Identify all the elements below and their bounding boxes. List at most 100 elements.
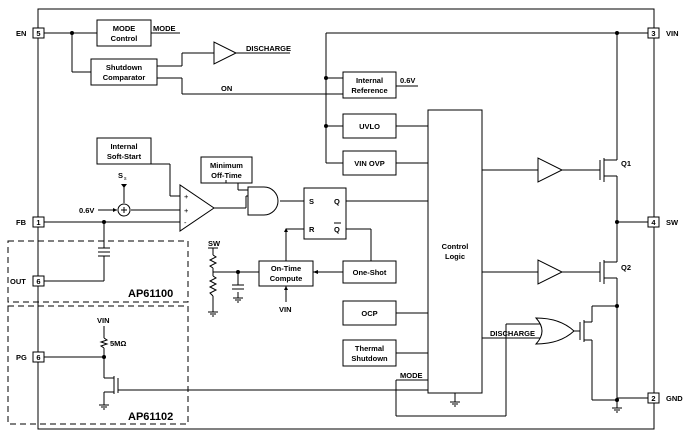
svg-text:Soft-Start: Soft-Start xyxy=(107,152,142,161)
svg-text:Minimum: Minimum xyxy=(210,161,243,170)
ls-driver xyxy=(537,259,564,285)
mode-control-block: MODE Control xyxy=(96,19,152,47)
pin-gnd-num: 2 xyxy=(651,394,655,403)
pin-gnd-label: GND xyxy=(666,394,683,403)
svg-text:Q: Q xyxy=(334,225,340,234)
svg-text:Thermal: Thermal xyxy=(355,344,384,353)
svg-text:Control: Control xyxy=(442,242,469,251)
divider-resistors xyxy=(208,254,218,297)
pg-resistor xyxy=(99,337,109,349)
ap61102-label: AP61102 xyxy=(128,411,173,423)
svg-text:Off-Time: Off-Time xyxy=(211,171,242,180)
discharge-bottom-label: DISCHARGE xyxy=(490,329,535,338)
discharge-mosfet xyxy=(579,318,593,344)
pin-en-num: 5 xyxy=(36,29,40,38)
svg-text:UVLO: UVLO xyxy=(359,122,380,131)
q2-mosfet xyxy=(599,258,618,286)
junction-dots xyxy=(70,31,619,402)
fb-capacitor xyxy=(98,247,110,257)
svg-text:Logic: Logic xyxy=(445,252,465,261)
svg-text:Control: Control xyxy=(111,34,138,43)
pin-fb-label: FB xyxy=(16,218,27,227)
svg-text:+: + xyxy=(184,192,189,201)
uvlo-block: UVLO xyxy=(342,113,397,139)
pin-en-label: EN xyxy=(16,29,26,38)
ref-voltage-label: 0.6V xyxy=(400,76,415,85)
svg-text:VIN OVP: VIN OVP xyxy=(354,159,384,168)
svg-text:One-Shot: One-Shot xyxy=(353,268,387,277)
pin-vin-label: VIN xyxy=(666,29,679,38)
fb-ref-label: 0.6V xyxy=(79,206,94,215)
svg-text:S: S xyxy=(309,197,314,206)
soft-start-block: Internal Soft-Start xyxy=(96,137,152,165)
discharge-buffer xyxy=(213,41,238,65)
pg-mosfet xyxy=(104,376,115,394)
pin-out-label: OUT xyxy=(10,277,26,286)
divider-capacitor xyxy=(232,284,244,290)
pin-sw-num: 4 xyxy=(651,218,656,227)
minimum-off-time-block: Minimum Off-Time xyxy=(200,156,253,184)
pin-en: 5 EN xyxy=(16,27,45,39)
discharge-signal-label: DISCHARGE xyxy=(246,44,291,53)
q1-mosfet xyxy=(599,150,618,182)
svg-text:Shutdown: Shutdown xyxy=(351,354,388,363)
svg-text:Compute: Compute xyxy=(270,274,303,283)
thermal-shutdown-block: Thermal Shutdown xyxy=(342,339,397,367)
pin-sw-label: SW xyxy=(666,218,679,227)
svg-text:R: R xyxy=(309,225,315,234)
svg-text:Q: Q xyxy=(334,197,340,206)
pin-gnd: 2 GND xyxy=(647,392,683,404)
svg-text:Reference: Reference xyxy=(351,86,387,95)
pin-out: 6 OUT xyxy=(10,275,45,287)
pin-out-num: 6 xyxy=(36,277,40,286)
ground-icon xyxy=(208,297,243,317)
pg-resistor-label: 5MΩ xyxy=(110,339,126,348)
pin-pg-num: 6 xyxy=(36,353,40,362)
shutdown-comparator-block: Shutdown Comparator xyxy=(90,58,158,86)
ap61102-region xyxy=(7,305,189,425)
mode-bottom-label: MODE xyxy=(400,371,423,380)
svg-text:s: s xyxy=(124,176,127,182)
summing-node xyxy=(117,203,131,217)
divider-sw-label: SW xyxy=(208,239,221,248)
on-time-compute-block: On-Time Compute xyxy=(258,260,314,287)
hs-driver xyxy=(537,157,564,183)
svg-text:S: S xyxy=(118,171,123,180)
error-comparator: + + - xyxy=(179,184,215,232)
ap61100-label: AP61100 xyxy=(128,288,173,300)
svg-text:Comparator: Comparator xyxy=(103,73,146,82)
pin-pg: 6 PG xyxy=(16,351,45,363)
ocp-block: OCP xyxy=(342,300,397,326)
svg-text:+: + xyxy=(184,206,189,215)
pin-fb: 1 FB xyxy=(16,216,45,228)
on-time-vin-label: VIN xyxy=(279,305,292,314)
and-gate xyxy=(247,186,279,216)
or-gate xyxy=(534,317,575,345)
pin-vin: 3 VIN xyxy=(647,27,679,39)
control-logic-block: Control Logic xyxy=(427,109,483,394)
svg-text:On-Time: On-Time xyxy=(271,264,301,273)
internal-reference-block: Internal Reference xyxy=(342,71,397,99)
one-shot-block: One-Shot xyxy=(342,260,397,284)
svg-text:Internal: Internal xyxy=(356,76,383,85)
pin-pg-label: PG xyxy=(16,353,27,362)
ap61100-region xyxy=(7,240,189,303)
pin-sw: 4 SW xyxy=(647,216,679,228)
vin-ovp-block: VIN OVP xyxy=(342,150,397,176)
svg-text:MODE: MODE xyxy=(113,24,136,33)
pin-fb-num: 1 xyxy=(36,218,40,227)
svg-text:OCP: OCP xyxy=(361,309,377,318)
ss-source: S s xyxy=(118,171,127,188)
ground-icon xyxy=(99,401,622,413)
on-signal-label: ON xyxy=(221,84,232,93)
pin-vin-num: 3 xyxy=(651,29,655,38)
q2-label: Q2 xyxy=(621,263,631,272)
mode-signal-label: MODE xyxy=(153,24,176,33)
sr-latch: S R Q Q xyxy=(303,187,347,240)
pg-vin-label: VIN xyxy=(97,316,110,325)
svg-text:Internal: Internal xyxy=(110,142,137,151)
q1-label: Q1 xyxy=(621,159,631,168)
svg-text:-: - xyxy=(184,218,187,227)
svg-text:Shutdown: Shutdown xyxy=(106,63,143,72)
